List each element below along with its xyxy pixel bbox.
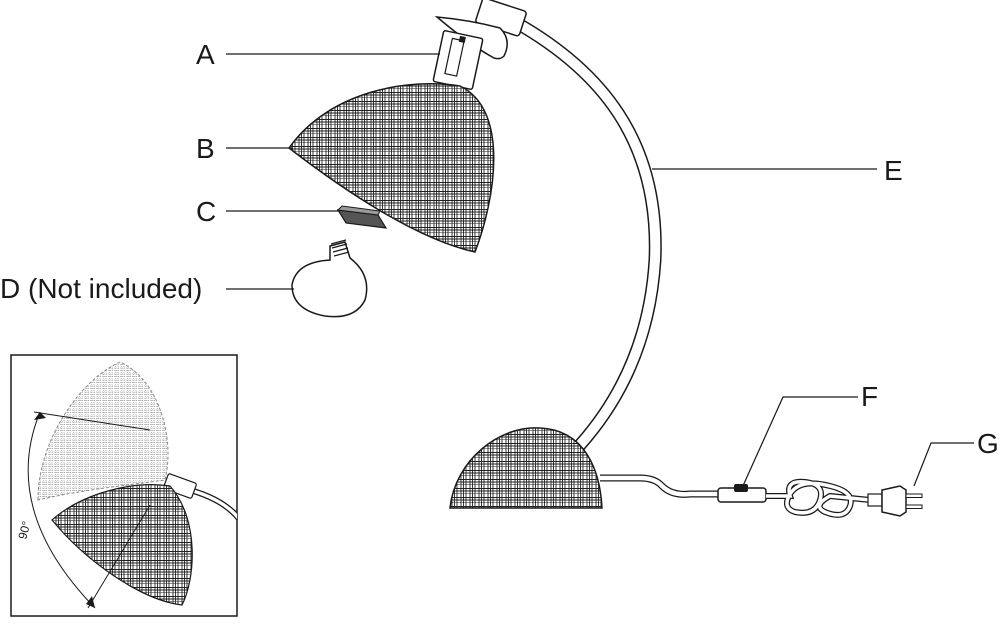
- tilt-inset: 90°: [10, 354, 238, 617]
- label-g: G: [977, 428, 999, 459]
- inset-shade-lowered: [51, 484, 193, 606]
- label-b: B: [196, 133, 215, 164]
- inset-angle-label: 90°: [15, 519, 33, 540]
- lamp-base: [449, 427, 603, 509]
- lamp-shade: [287, 83, 495, 253]
- plug: [867, 485, 923, 517]
- shade-ring: [336, 205, 388, 229]
- inset-angle-arc: [27, 411, 96, 609]
- label-c: C: [196, 196, 216, 227]
- leader-g: [913, 442, 974, 487]
- inset-shade-raised: [37, 361, 169, 501]
- label-f: F: [861, 381, 878, 412]
- lamp-arm: [508, 15, 662, 452]
- label-e: E: [884, 155, 903, 186]
- leader-f: [741, 396, 858, 489]
- light-bulb: [291, 239, 368, 318]
- lampholder-a: [432, 16, 508, 90]
- label-d: D (Not included): [0, 273, 202, 304]
- label-a: A: [196, 39, 215, 70]
